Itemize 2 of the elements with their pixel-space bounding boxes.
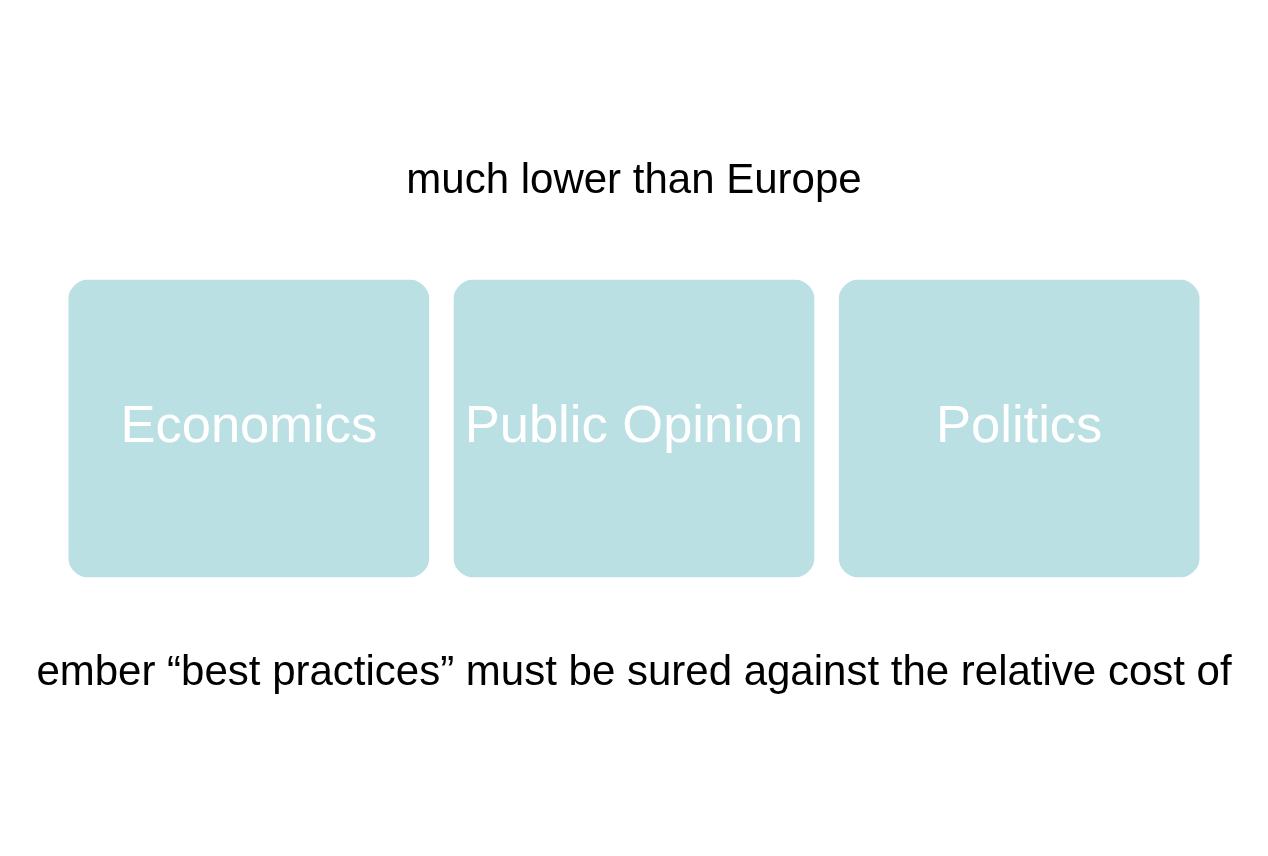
label: ember “best practices” must be sured against the relative cost of — [36, 646, 1232, 694]
label: much lower than Europe — [406, 154, 862, 202]
